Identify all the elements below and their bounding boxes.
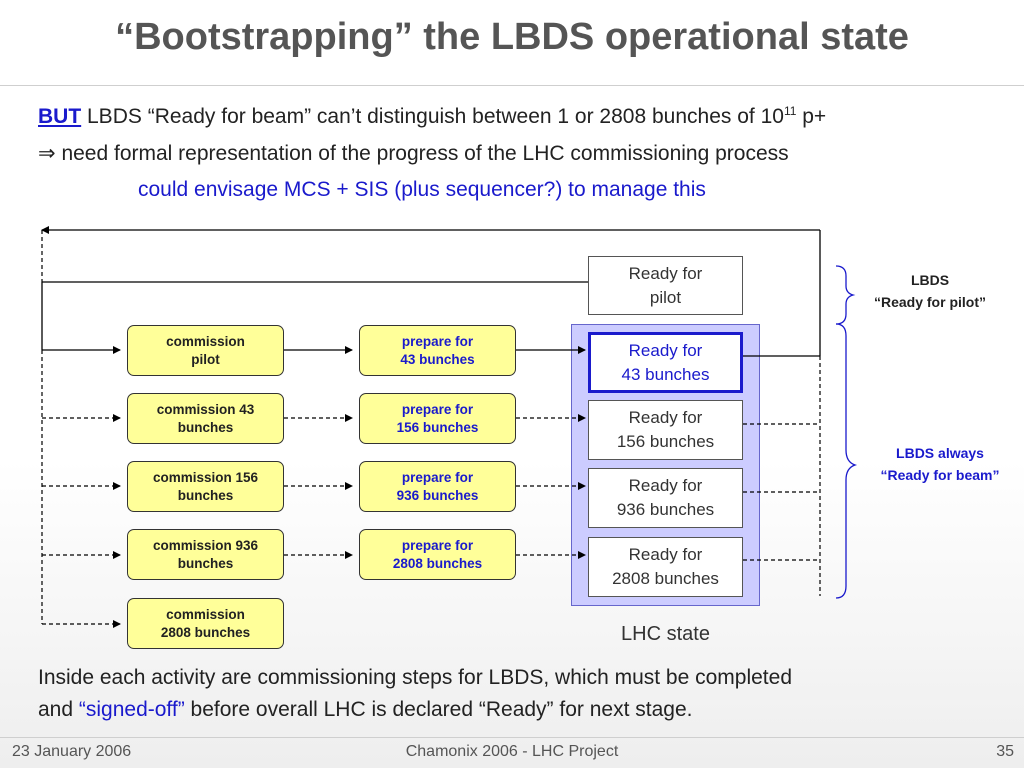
side-label-ready-for-beam: LBDS always “Ready for beam” [880, 445, 1000, 483]
state-ready-for-936: Ready for 936 bunches [588, 468, 743, 528]
lhc-state-label: LHC state [621, 623, 710, 645]
feedback-loop [41, 226, 821, 357]
intro-line-2-text: need formal representation of the progre… [55, 142, 789, 165]
slide-title: “Bootstrapping” the LBDS operational sta… [115, 16, 909, 58]
activity-commission-2808: commission 2808 bunches [127, 598, 284, 649]
prepare-936: prepare for 936 bunches [359, 461, 516, 512]
dashed-feedback-loop [41, 230, 821, 624]
exponent: 11 [783, 104, 797, 118]
prepare-43: prepare for 43 bunches [359, 325, 516, 376]
brace-beam [835, 323, 858, 599]
conclusion-line-1: Inside each activity are commissioning s… [38, 666, 793, 689]
footer-date: 23 January 2006 [12, 743, 132, 760]
activity-commission-43: commission 43 bunches [127, 393, 284, 444]
footer-page-number: 35 [996, 743, 1014, 760]
brace-pilot [835, 265, 856, 325]
footer-divider [0, 737, 1024, 738]
signed-off-highlight: “signed-off” [78, 698, 185, 721]
state-ready-for-pilot: Ready for pilot [588, 256, 743, 315]
prepare-156: prepare for 156 bunches [359, 393, 516, 444]
conclusion-line-2-start: and [38, 698, 79, 721]
side-label-ready-for-pilot: LBDS “Ready for pilot” [873, 272, 986, 310]
intro-line-2: ⇒ need formal representation of the prog… [38, 141, 789, 166]
activity-commission-156: commission 156 bunches [127, 461, 284, 512]
intro-line-1: BUT LBDS “Ready for beam” can’t distingu… [38, 104, 826, 129]
intro-line-3: could envisage MCS + SIS (plus sequencer… [138, 178, 706, 201]
title-divider [0, 85, 1024, 86]
intro-line-1-text: LBDS “Ready for beam” can’t distinguish … [81, 105, 784, 128]
but-keyword: BUT [38, 105, 82, 128]
conclusion-line-2: and “signed-off” before overall LHC is d… [38, 698, 692, 722]
prepare-2808: prepare for 2808 bunches [359, 529, 516, 580]
implies-icon: ⇒ [38, 142, 56, 165]
state-ready-for-156: Ready for 156 bunches [588, 400, 743, 460]
footer-event: Chamonix 2006 - LHC Project [405, 743, 619, 760]
activity-commission-pilot: commission pilot [127, 325, 284, 376]
activity-commission-936: commission 936 bunches [127, 529, 284, 580]
intro-line-1-tail: p+ [796, 105, 827, 128]
state-ready-for-2808: Ready for 2808 bunches [588, 537, 743, 597]
conclusion-line-2-end: before overall LHC is declared “Ready” f… [184, 698, 693, 721]
state-ready-for-43: Ready for 43 bunches [588, 332, 743, 393]
